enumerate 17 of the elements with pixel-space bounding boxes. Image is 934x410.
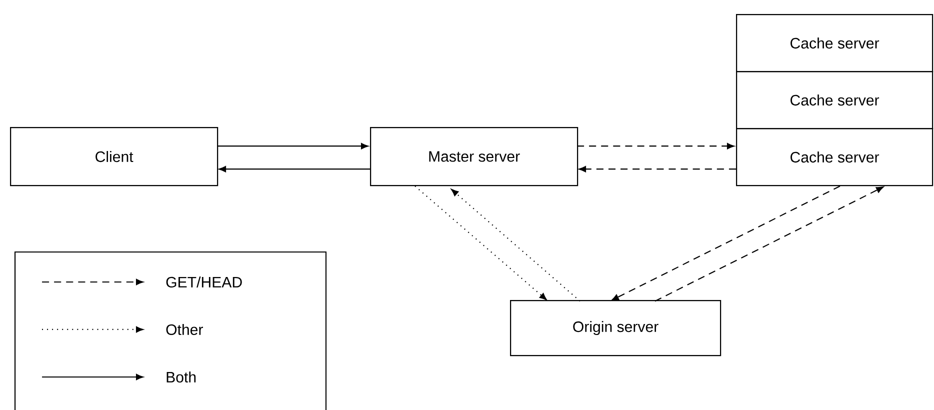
server-box: Cache server <box>736 71 934 130</box>
arrow <box>578 166 736 172</box>
legend-label: Other <box>166 324 203 336</box>
arrow <box>654 186 884 302</box>
arrow <box>577 143 734 150</box>
legend-label: GET/HEAD <box>166 276 242 288</box>
arrow <box>217 143 368 150</box>
server-box: Cache server <box>736 14 934 72</box>
server-box: Client <box>10 127 218 186</box>
server-box: Master server <box>370 127 578 186</box>
server-box: Origin server <box>510 300 722 356</box>
arrow <box>218 166 370 172</box>
legend-label: Both <box>166 371 196 383</box>
server-box: Cache server <box>736 128 934 186</box>
arrow <box>451 188 580 302</box>
arrow <box>414 186 547 300</box>
arrow <box>611 186 840 301</box>
